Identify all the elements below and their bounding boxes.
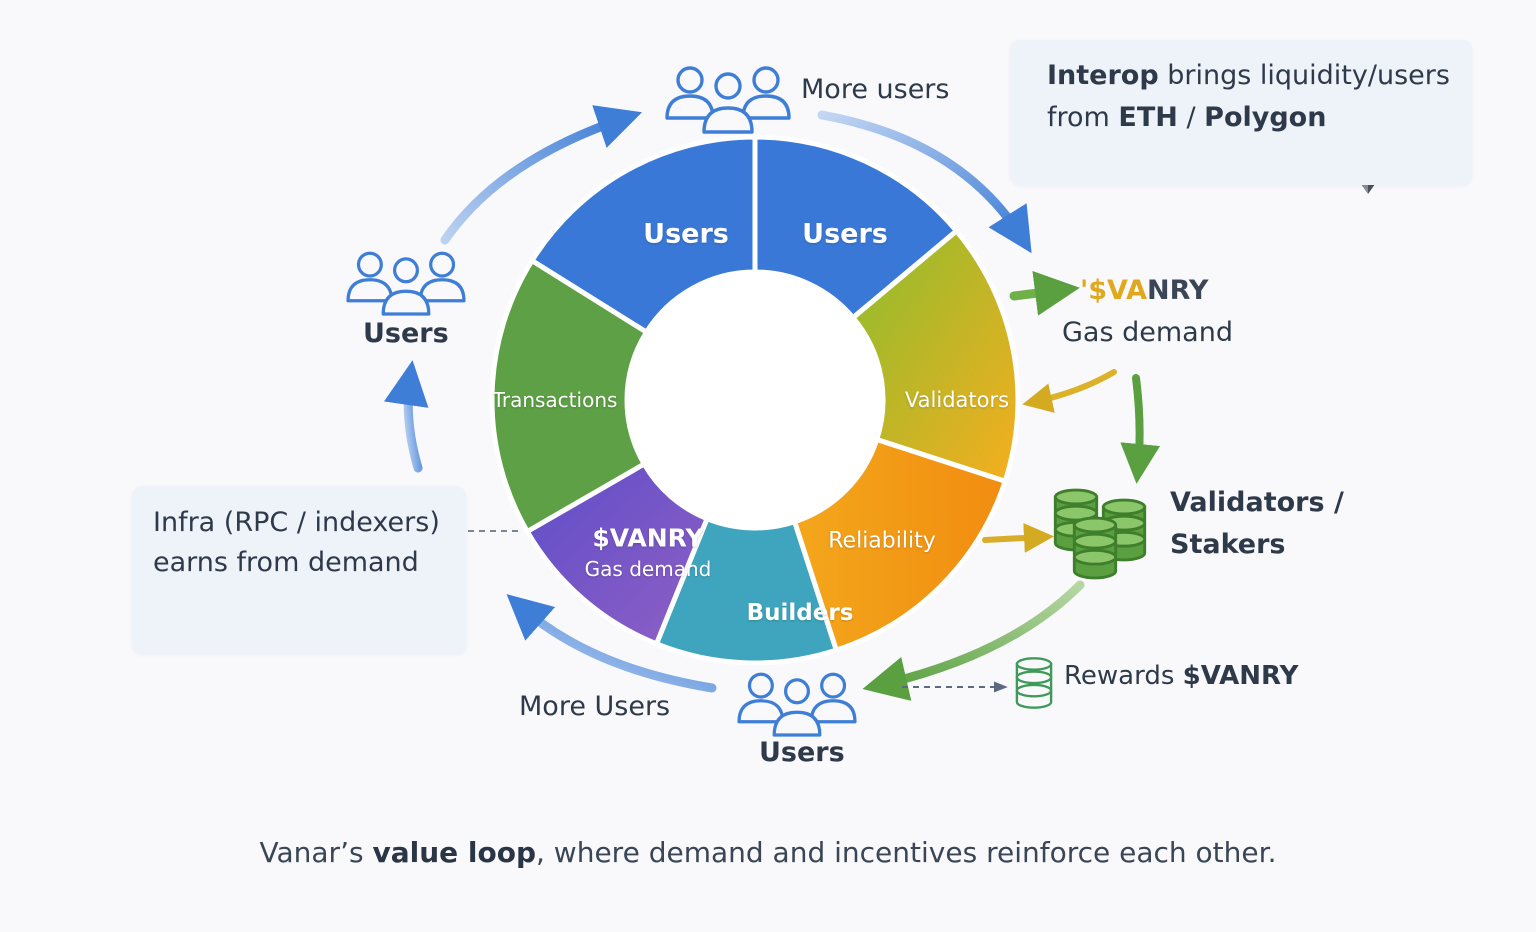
arrow-gas-to-validators — [1022, 369, 1117, 413]
vanry-suffix: NRY — [1147, 275, 1209, 306]
infra-line-1: Infra (RPC / indexers) — [153, 507, 440, 538]
more-users-bottom-label: More Users — [519, 691, 671, 722]
diagram-caption: Vanar’s value loop, where demand and inc… — [0, 836, 1536, 869]
users-group-icon-top — [665, 66, 791, 134]
rewards-text: Rewards — [1064, 661, 1183, 691]
arrow-users-to-more-users — [440, 105, 643, 245]
users-bottom-label: Users — [759, 737, 845, 768]
arrow-ring-to-vanry — [1009, 271, 1080, 316]
ring-center — [629, 274, 881, 526]
vanry-token-label: '$VANRY — [1080, 275, 1208, 306]
arrow-more-users-to-gas — [817, 110, 1032, 254]
segment-label-vanry: $VANRY — [592, 523, 704, 553]
ring-segment-validators — [850, 228, 1021, 484]
arrow-reliability-to-stakers — [982, 522, 1054, 553]
segment-label-users-right: Users — [802, 218, 888, 250]
database-rewards-icon — [1015, 657, 1053, 709]
segment-label-gas-demand: Gas demand — [584, 557, 712, 581]
segment-label-users-left: Users — [643, 218, 729, 250]
interop-line-2: from ETH / Polygon — [1047, 102, 1326, 133]
arrow-users-to-more-users-bottom — [506, 594, 717, 693]
interop-polygon: Polygon — [1204, 102, 1327, 133]
more-users-top-label: More users — [801, 74, 950, 105]
vanry-prefix: '$VA — [1080, 275, 1148, 306]
infra-line-2: earns from demand — [153, 547, 419, 578]
value-loop-ring — [489, 134, 1021, 666]
rewards-label: Rewards $VANRY — [1064, 661, 1298, 691]
segment-label-reliability: Reliability — [828, 528, 936, 554]
caption-bold: value loop — [372, 836, 536, 869]
caption-post: , where demand and incentives reinforce … — [536, 836, 1277, 869]
ring-segment-reliability — [792, 437, 1008, 653]
database-stack-icon-front — [1072, 516, 1118, 580]
interop-sep: / — [1177, 102, 1205, 133]
interop-eth: ETH — [1118, 102, 1178, 133]
segment-label-transactions: Transactions — [492, 388, 618, 412]
users-group-icon-left — [346, 251, 466, 316]
ring-segment-users-left — [529, 134, 758, 335]
validators-stakers-label-line2: Stakers — [1170, 529, 1286, 560]
infra-callout: Infra (RPC / indexers) earns from demand — [132, 486, 466, 654]
caption-pre: Vanar’s — [259, 836, 373, 869]
ring-segment-transactions — [489, 258, 649, 534]
users-group-icon-bottom — [737, 672, 857, 737]
arrow-infra-to-users — [383, 360, 429, 473]
users-left-label: Users — [363, 318, 449, 349]
gas-demand-label: Gas demand — [1062, 317, 1233, 348]
arrow-stakers-to-users — [862, 580, 1085, 701]
arrow-gas-to-stakers — [1120, 374, 1161, 484]
interop-from: from — [1047, 102, 1119, 133]
interop-line-1: Interop brings liquidity/users — [1047, 60, 1450, 91]
interop-rest: brings liquidity/users — [1158, 60, 1450, 91]
rewards-token: $VANRY — [1182, 661, 1299, 691]
interop-callout: Interop brings liquidity/users from ETH … — [1010, 40, 1472, 185]
validators-stakers-label-line1: Validators / — [1170, 487, 1344, 518]
interop-bold: Interop — [1047, 60, 1159, 91]
segment-label-validators: Validators — [904, 388, 1010, 412]
segment-label-builders: Builders — [746, 600, 854, 626]
